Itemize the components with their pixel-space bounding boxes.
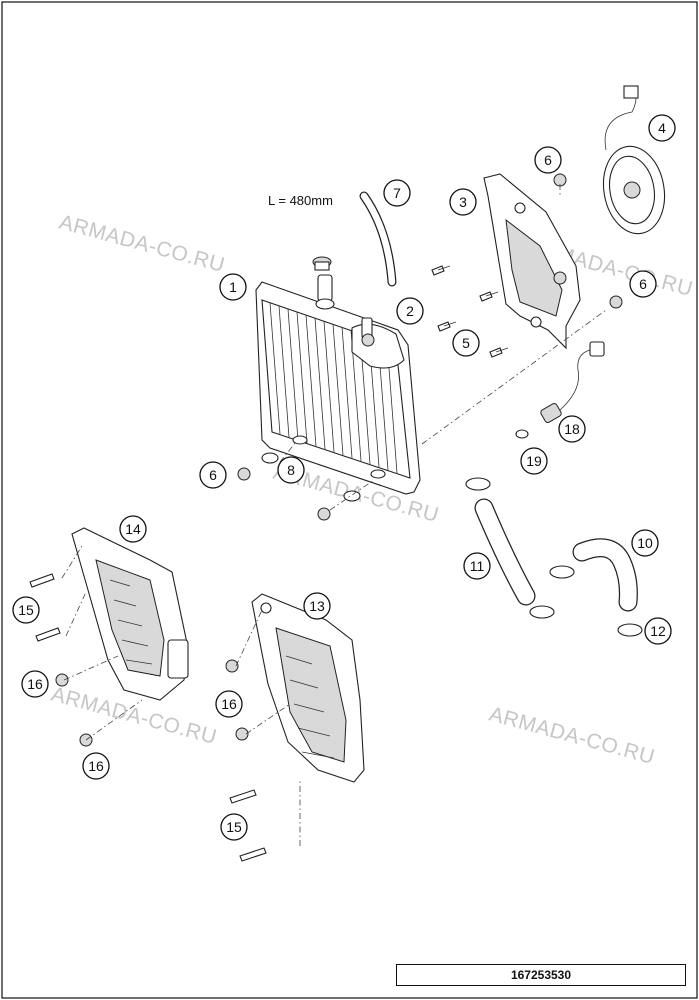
- hose-length-label: L = 480mm: [268, 193, 333, 208]
- callout-10: 10: [631, 529, 659, 557]
- svg-text:2: 2: [406, 303, 414, 319]
- lower-hose: [474, 498, 536, 606]
- svg-text:18: 18: [564, 421, 580, 437]
- radiator-guard-right: [251, 593, 365, 783]
- svg-text:16: 16: [221, 696, 237, 712]
- assembly-line: [61, 184, 607, 846]
- callout-19: 19: [520, 447, 548, 475]
- drawing-number: 167253530: [510, 968, 572, 982]
- svg-text:11: 11: [470, 558, 485, 574]
- callout-4: 4: [648, 114, 676, 142]
- callout-1: 1: [219, 273, 247, 301]
- svg-text:12: 12: [650, 623, 666, 639]
- svg-text:16: 16: [27, 676, 43, 692]
- cooling-fan: [602, 85, 666, 235]
- callout-11: 11: [463, 552, 491, 580]
- collar-bolt: [55, 173, 623, 747]
- drawing-number-box: 167253530: [396, 964, 686, 986]
- screw: [29, 265, 509, 862]
- radiator-cap: [312, 256, 332, 271]
- svg-text:5: 5: [462, 335, 470, 351]
- temperature-sensor: [515, 341, 605, 439]
- callout-16: 16: [82, 752, 110, 780]
- svg-text:6: 6: [544, 152, 552, 168]
- radiator-guard-left: [71, 527, 189, 701]
- svg-text:6: 6: [639, 276, 647, 292]
- fan-shroud: [483, 173, 581, 350]
- callout-7: 7: [383, 179, 411, 207]
- svg-text:1: 1: [229, 279, 237, 295]
- callout-3: 3: [449, 188, 477, 216]
- callout-8: 8: [277, 456, 305, 484]
- rubber-grommet: [261, 452, 361, 502]
- callout-16: 16: [21, 670, 49, 698]
- watermark: ARMADA-CO.RU: [57, 211, 228, 277]
- upper-hose: [572, 538, 638, 612]
- svg-text:6: 6: [209, 467, 217, 483]
- callout-18: 18: [558, 415, 586, 443]
- callout-6: 6: [199, 461, 227, 489]
- callout-6: 6: [534, 146, 562, 174]
- callout-2: 2: [396, 297, 424, 325]
- svg-text:3: 3: [459, 194, 467, 210]
- svg-text:13: 13: [309, 598, 325, 614]
- svg-text:8: 8: [287, 462, 295, 478]
- svg-text:4: 4: [658, 120, 666, 136]
- svg-text:10: 10: [637, 535, 653, 551]
- hose-clamp: [465, 477, 643, 637]
- svg-text:14: 14: [125, 521, 141, 537]
- callout-15: 15: [12, 596, 40, 624]
- callout-12: 12: [644, 617, 672, 645]
- callout-13: 13: [303, 592, 331, 620]
- svg-text:7: 7: [393, 185, 401, 201]
- callout-15: 15: [220, 813, 248, 841]
- callout-14: 14: [119, 515, 147, 543]
- callout-5: 5: [452, 329, 480, 357]
- svg-text:16: 16: [88, 758, 104, 774]
- svg-text:19: 19: [526, 453, 542, 469]
- callout-6: 6: [629, 270, 657, 298]
- svg-text:15: 15: [226, 819, 242, 835]
- watermark: ARMADA-CO.RU: [487, 703, 658, 769]
- svg-text:15: 15: [18, 602, 34, 618]
- expansion-tank: [351, 317, 405, 369]
- callout-16: 16: [215, 690, 243, 718]
